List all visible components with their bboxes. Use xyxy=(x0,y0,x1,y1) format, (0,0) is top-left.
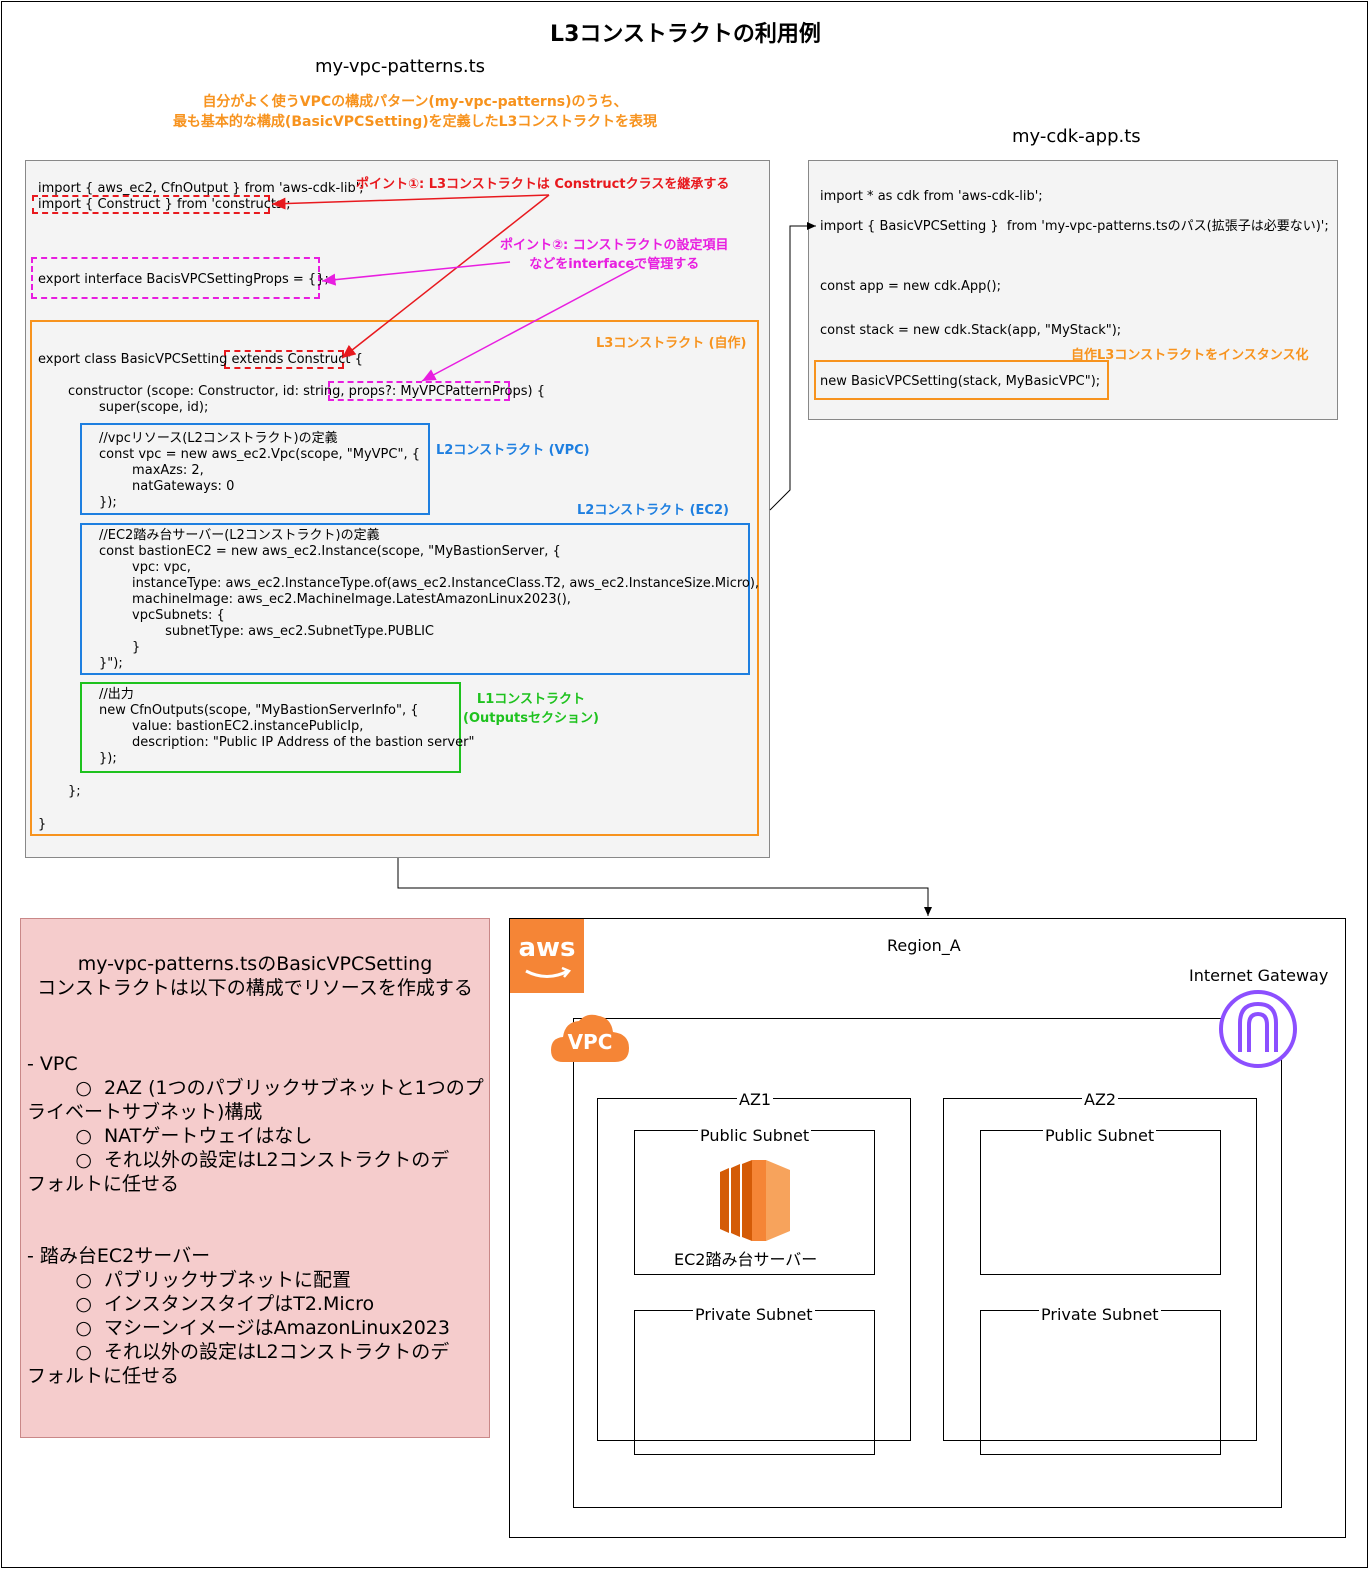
az2-private-subnet-label: Private Subnet xyxy=(1039,1305,1161,1324)
vpc-badge-text: VPC xyxy=(567,1030,613,1054)
az1-private-subnet xyxy=(634,1310,875,1455)
code-close-class: } xyxy=(38,817,47,832)
region-label: Region_A xyxy=(887,936,961,955)
az2-public-subnet-label: Public Subnet xyxy=(1043,1126,1157,1145)
note-body: - VPC ○ 2AZ (1つのパブリックサブネットと1つのプ ライベートサブネ… xyxy=(27,1053,484,1387)
left-desc-line-1: 自分がよく使うVPCの構成パターン(my-vpc-patterns)のうち、 xyxy=(202,94,628,110)
note-heading: my-vpc-patterns.tsのBasicVPCSetting コンストラ… xyxy=(37,953,473,999)
az2-private-subnet xyxy=(980,1310,1221,1455)
left-desc-line-2: 最も基本的な構成(BasicVPCSetting)を定義したL3コンストラクトを… xyxy=(172,114,658,130)
right-code-panel xyxy=(808,160,1338,420)
l1-outputs-box xyxy=(80,682,461,773)
code-new-app: const app = new cdk.App(); xyxy=(820,279,1001,294)
aws-cloud-box xyxy=(509,918,1346,1538)
l2-vpc-label: L2コンストラクト (VPC) xyxy=(436,443,590,458)
left-description: 自分がよく使うVPCの構成パターン(my-vpc-patterns)のうち、 最… xyxy=(0,92,830,132)
igw-label: Internet Gateway xyxy=(1189,966,1329,985)
extends-highlight xyxy=(224,350,344,369)
code-import-construct: import { Construct } from 'constructs'; xyxy=(38,197,291,212)
l2-ec2-label: L2コンストラクト (EC2) xyxy=(577,503,729,518)
aws-smile-icon xyxy=(525,966,572,978)
code-vpc-block: //vpcリソース(L2コンストラクト)の定義 const vpc = new … xyxy=(99,431,420,510)
aws-logo-text: aws xyxy=(518,933,576,963)
instantiate-label: 自作L3コンストラクトをインスタンス化 xyxy=(1071,348,1309,363)
code-class-declaration: export class BasicVPCSetting extends Con… xyxy=(38,352,363,367)
code-ec2-block: //EC2踏み台サーバー(L2コンストラクト)の定義 const bastion… xyxy=(99,528,760,671)
code-import-basic: import { BasicVPCSetting } from 'my-vpc-… xyxy=(820,219,1329,234)
l3-label: L3コンストラクト (自作) xyxy=(596,336,747,351)
point1-label: ポイント①: L3コンストラクトは Constructクラスを継承する xyxy=(356,177,730,192)
code-interface: export interface BacisVPCSettingProps = … xyxy=(38,272,329,287)
interface-highlight xyxy=(31,257,320,299)
code-new-basic: new BasicVPCSetting(stack, MyBasicVPC"); xyxy=(820,374,1101,389)
az1-label: AZ1 xyxy=(737,1090,774,1109)
az2-label: AZ2 xyxy=(1082,1090,1119,1109)
left-file-name: my-vpc-patterns.ts xyxy=(315,56,486,77)
l1-label: L1コンストラクト (Outputsセクション) xyxy=(463,692,599,726)
code-constructor: constructor (scope: Constructor, id: str… xyxy=(68,384,545,399)
vpc-badge-icon: VPC xyxy=(549,1010,631,1064)
description-note xyxy=(20,918,490,1438)
right-file-name: my-cdk-app.ts xyxy=(1012,126,1141,147)
aws-logo: aws xyxy=(510,919,584,993)
page-title: L3コンストラクトの利用例 xyxy=(550,22,821,47)
az1-public-subnet-label: Public Subnet xyxy=(698,1126,812,1145)
code-outputs-block: //出力 new CfnOutputs(scope, "MyBastionSer… xyxy=(99,687,475,766)
l2-ec2-box xyxy=(80,523,750,675)
code-import-aws: import { aws_ec2, CfnOutput } from 'aws-… xyxy=(38,181,364,196)
az1-private-subnet-label: Private Subnet xyxy=(693,1305,815,1324)
props-highlight xyxy=(328,381,510,401)
import-construct-highlight xyxy=(32,195,270,214)
code-new-stack: const stack = new cdk.Stack(app, "MyStac… xyxy=(820,323,1122,338)
l2-vpc-box xyxy=(80,423,430,515)
code-super: super(scope, id); xyxy=(99,400,209,415)
ec2-label: EC2踏み台サーバー xyxy=(674,1250,818,1269)
point2-label: ポイント②: コンストラクトの設定項目 などをinterfaceで管理する xyxy=(500,238,729,272)
code-close-constructor: }; xyxy=(68,784,81,799)
az2-public-subnet xyxy=(980,1130,1221,1275)
code-import-cdk: import * as cdk from 'aws-cdk-lib'; xyxy=(820,189,1043,204)
vpc-box xyxy=(573,1018,1282,1508)
